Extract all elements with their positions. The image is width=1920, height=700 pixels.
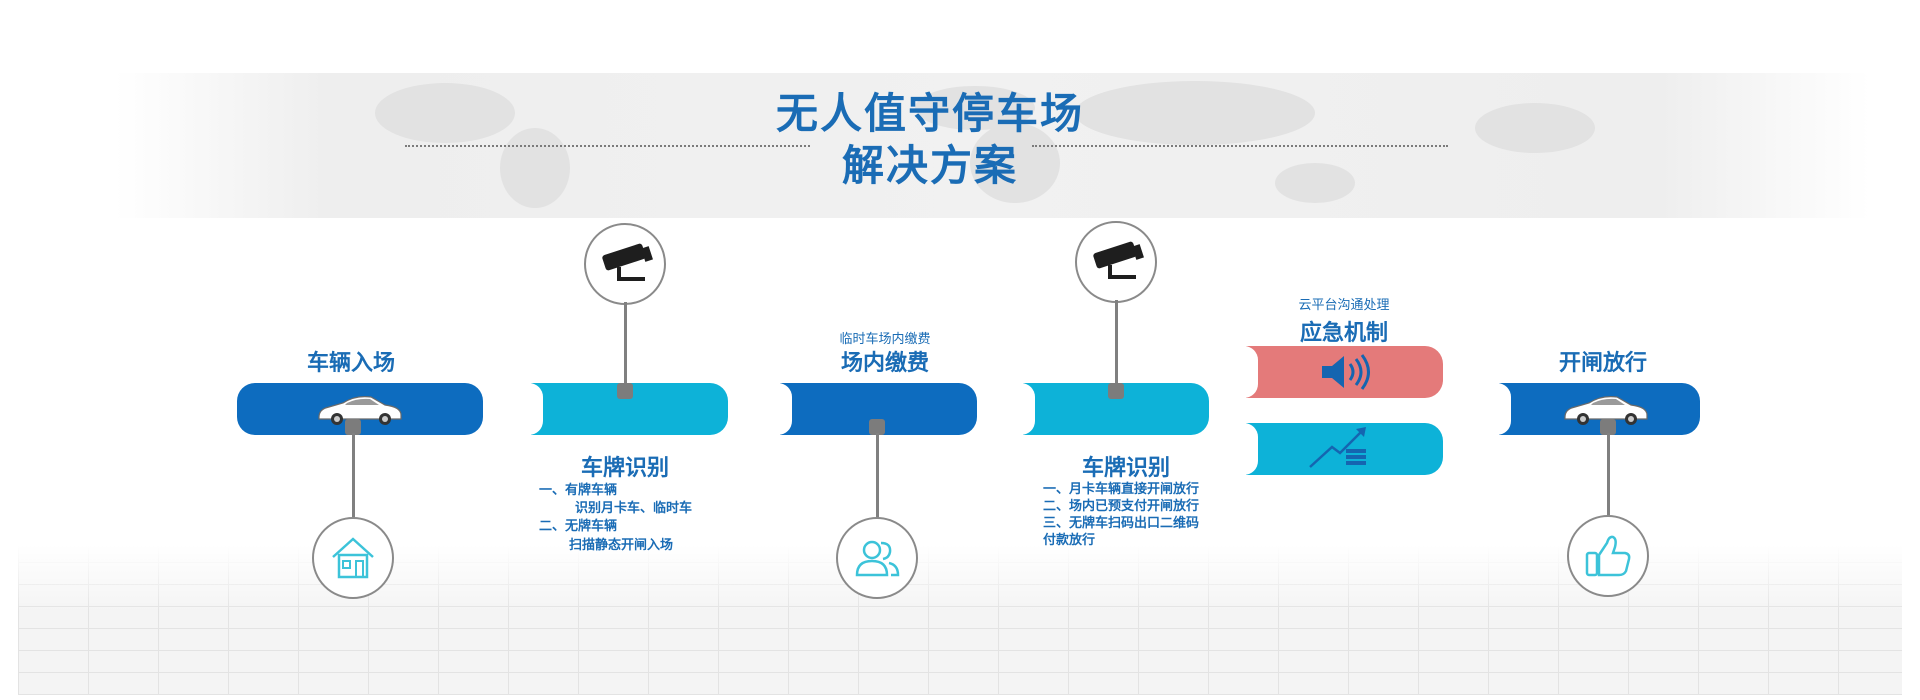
entry-bar xyxy=(237,383,483,435)
entry-label: 车辆入场 xyxy=(306,350,395,375)
plate2-connector-node xyxy=(1108,383,1124,399)
plate1-stem xyxy=(624,302,627,388)
world-map-background xyxy=(115,73,1870,218)
emergency-sub: 云平台沟通处理 xyxy=(1298,297,1390,312)
plate2-camera-circle xyxy=(1075,221,1157,303)
chart-growth-icon xyxy=(1309,427,1366,468)
plate1-label: 车牌识别 xyxy=(580,455,669,480)
entry-stem xyxy=(352,433,355,518)
title-divider-right xyxy=(1032,145,1448,147)
car-icon xyxy=(318,396,402,425)
payment-label: 场内缴费 xyxy=(840,350,929,375)
plate1-connector-node-top xyxy=(617,383,633,399)
plate2-line-2: 二、场内已预支付开闸放行 xyxy=(1043,498,1200,513)
exit-circle xyxy=(1567,515,1649,597)
world-map-icon xyxy=(375,81,1595,208)
plate2-line-3: 三、无牌车扫码出口二维码 xyxy=(1043,515,1200,530)
camera-icon xyxy=(1093,241,1144,279)
exit-stem xyxy=(1607,433,1610,516)
payment-connector-node xyxy=(869,419,885,435)
emergency-alarm-bar xyxy=(1244,346,1443,398)
exit-label: 开闸放行 xyxy=(1558,350,1647,375)
payment-circle xyxy=(836,517,918,599)
car-icon xyxy=(1564,396,1648,425)
emergency-growth-bar xyxy=(1244,423,1443,475)
users-icon xyxy=(855,540,900,577)
thumbs-up-icon xyxy=(1585,535,1631,577)
speaker-icon xyxy=(1322,354,1370,390)
title-line-2: 解决方案 xyxy=(841,142,1018,189)
plate1-line-4: 扫描静态开闸入场 xyxy=(569,537,674,552)
plate2-line-4: 付款放行 xyxy=(1043,532,1096,547)
plate1-line-1: 一、有牌车辆 xyxy=(539,482,618,497)
plate1-line-2: 识别月卡车、临时车 xyxy=(575,500,693,515)
plate2-label: 车牌识别 xyxy=(1081,455,1170,480)
title-line-1: 无人值守停车场 xyxy=(775,90,1084,137)
plate1-camera-circle xyxy=(584,223,666,305)
camera-icon xyxy=(602,243,653,281)
plate2-stem xyxy=(1115,300,1118,388)
exit-connector-node xyxy=(1600,419,1616,435)
payment-stem xyxy=(876,433,879,518)
entry-circle xyxy=(312,517,394,599)
exit-bar xyxy=(1497,383,1700,435)
payment-sub: 临时车场内缴费 xyxy=(839,331,931,346)
plate1-line-3: 二、无牌车辆 xyxy=(539,518,618,533)
house-icon xyxy=(332,537,374,579)
title-divider-left xyxy=(405,145,810,147)
page-title: 无人值守停车场 解决方案 xyxy=(760,88,1100,192)
entry-connector-node xyxy=(345,419,361,435)
plate2-line-1: 一、月卡车辆直接开闸放行 xyxy=(1043,481,1200,496)
emergency-label: 应急机制 xyxy=(1299,320,1388,345)
